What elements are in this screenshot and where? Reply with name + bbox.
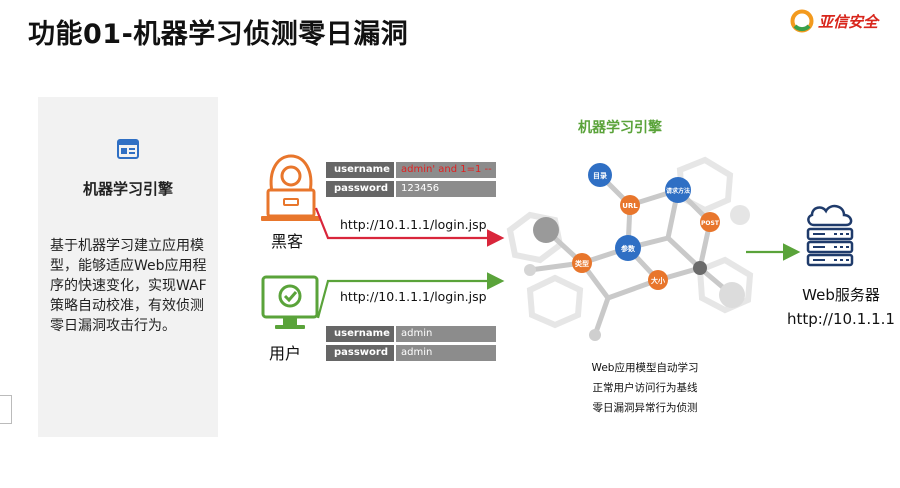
engine-note: Web应用模型自动学习 bbox=[591, 362, 699, 374]
engine-notes: Web应用模型自动学习 正常用户访问行为基线 零日漏洞异常行为侦测 bbox=[560, 358, 730, 418]
engine-note: 零日漏洞异常行为侦测 bbox=[592, 402, 698, 414]
graph-node-decor bbox=[693, 261, 707, 275]
user-label: 用户 bbox=[269, 344, 302, 363]
hacker-credentials: username admin' and 1=1 -- password 1234… bbox=[326, 162, 496, 200]
cloud-server-icon bbox=[806, 204, 854, 267]
credential-row: username admin' and 1=1 -- bbox=[326, 162, 496, 178]
graph-node-url: URL bbox=[620, 195, 640, 215]
engine-note: 正常用户访问行为基线 bbox=[592, 382, 698, 394]
panel-description: 基于机器学习建立应用模型，能够适应Web应用程序的快速变化，实现WAF策略自动校… bbox=[50, 238, 207, 334]
ml-graph-diagram: 目录 URL 请求方法 POST 参数 类型 大小 bbox=[506, 156, 754, 341]
hacker-label: 黑客 bbox=[271, 232, 304, 251]
graph-node-decor bbox=[719, 282, 745, 308]
user-credentials: username admin password admin bbox=[326, 326, 496, 364]
engine-title: 机器学习引擎 bbox=[578, 120, 662, 136]
circle-logo-icon bbox=[790, 9, 814, 33]
feature-panel: 机器学习引擎 基于机器学习建立应用模型，能够适应Web应用程序的快速变化，实现W… bbox=[38, 97, 218, 437]
graph-node-decor bbox=[524, 264, 536, 276]
graph-node-catalog: 目录 bbox=[588, 163, 612, 187]
svg-text:参数: 参数 bbox=[621, 244, 636, 253]
credential-value: admin bbox=[396, 345, 496, 361]
credential-value: admin bbox=[396, 326, 496, 342]
svg-text:目录: 目录 bbox=[593, 172, 607, 180]
graph-node-params: 参数 bbox=[615, 235, 641, 261]
slide-edge-tab bbox=[0, 395, 12, 424]
monitor-check-icon bbox=[261, 275, 319, 329]
hacker-laptop-icon bbox=[261, 154, 321, 221]
graph-node-decor bbox=[730, 205, 750, 225]
attack-flow-arrow bbox=[314, 207, 505, 247]
credential-value: admin' and 1=1 -- bbox=[396, 162, 496, 178]
svg-text:URL: URL bbox=[622, 202, 638, 210]
panel-heading: 机器学习引擎 bbox=[82, 180, 173, 198]
hacker-url: http://10.1.1.1/login.jsp bbox=[340, 217, 487, 232]
graph-node-post: POST bbox=[700, 212, 720, 232]
credential-key: password bbox=[326, 345, 394, 361]
credential-row: password admin bbox=[326, 345, 496, 361]
graph-node-method: 请求方法 bbox=[665, 177, 691, 203]
credential-value: 123456 bbox=[396, 181, 496, 197]
user-flow-arrow bbox=[316, 272, 505, 319]
svg-text:大小: 大小 bbox=[651, 276, 665, 285]
svg-text:类型: 类型 bbox=[575, 259, 589, 268]
graph-node-type: 类型 bbox=[572, 253, 592, 273]
graph-node-decor bbox=[589, 329, 601, 341]
server-address: http://10.1.1.1 bbox=[787, 310, 895, 328]
graph-node-decor bbox=[533, 217, 559, 243]
svg-text:POST: POST bbox=[701, 220, 720, 227]
brand-logo: 亚信安全 bbox=[790, 9, 878, 33]
credential-key: password bbox=[326, 181, 394, 197]
credential-row: username admin bbox=[326, 326, 496, 342]
graph-node-size: 大小 bbox=[648, 270, 668, 290]
credential-row: password 123456 bbox=[326, 181, 496, 197]
browser-card-icon bbox=[117, 139, 139, 159]
page-title: 功能01-机器学习侦测零日漏洞 bbox=[28, 19, 409, 50]
brand-name: 亚信安全 bbox=[818, 12, 879, 31]
svg-text:请求方法: 请求方法 bbox=[666, 187, 690, 195]
credential-key: username bbox=[326, 326, 394, 342]
user-url: http://10.1.1.1/login.jsp bbox=[340, 289, 487, 304]
credential-key: username bbox=[326, 162, 394, 178]
server-label: Web服务器 bbox=[802, 286, 880, 304]
